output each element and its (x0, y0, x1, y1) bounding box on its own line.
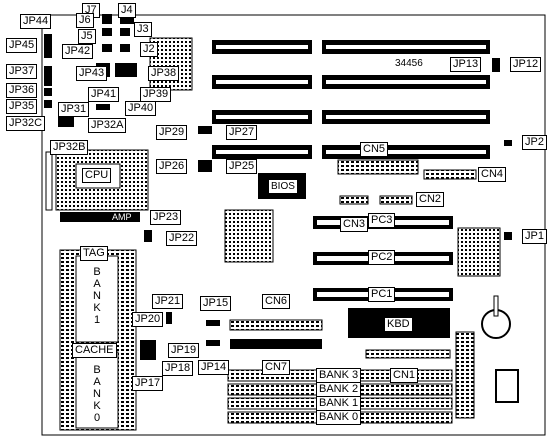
j5-label: J5 (78, 29, 96, 44)
jp17-label: JP17 (132, 376, 164, 391)
cn1-header (365, 349, 451, 359)
jp2-label: JP2 (522, 135, 547, 150)
cn4-header (423, 169, 477, 180)
jp32a-label: JP32A (88, 118, 127, 133)
jp14-label: JP14 (198, 360, 230, 375)
jp40-label: JP40 (125, 101, 157, 116)
jp21-label: JP21 (152, 294, 184, 309)
jp32b-label: JP32B (50, 140, 89, 155)
bank1-socket-label: BANK 1 (316, 396, 362, 411)
jp15-label: JP15 (200, 296, 232, 311)
power-connector (455, 331, 475, 419)
cn2-header (379, 195, 413, 205)
j3-label: J3 (134, 22, 152, 37)
jp29-label: JP29 (156, 125, 188, 140)
tag-label: TAG (80, 246, 108, 261)
keyboard-connector (495, 369, 519, 403)
jp41-label: JP41 (88, 87, 120, 102)
cn2-label: CN2 (416, 192, 445, 207)
jp25-label: JP25 (226, 159, 258, 174)
cn6-header (229, 319, 323, 331)
cn6-label: CN6 (262, 294, 291, 309)
jp37-label: JP37 (6, 64, 38, 79)
j2-label: J2 (140, 42, 158, 57)
bank2-label: BANK 2 (316, 382, 362, 397)
jp19-label: JP19 (168, 343, 200, 358)
cn7-header (230, 339, 322, 349)
cn5-label: CN5 (360, 142, 389, 157)
jumper-blocks (44, 14, 512, 360)
jp39-label: JP39 (140, 87, 172, 102)
jp18-label: JP18 (162, 361, 194, 376)
jp22-label: JP22 (166, 231, 198, 246)
chipset-right (457, 227, 501, 277)
jp45-label: JP45 (6, 38, 38, 53)
jp43-label: JP43 (76, 66, 108, 81)
jp36-label: JP36 (6, 83, 38, 98)
jp26-label: JP26 (156, 159, 188, 174)
bank1-label: BANK1 (93, 266, 101, 326)
cn4-label: CN4 (478, 167, 507, 182)
jp35-label: JP35 (6, 99, 38, 114)
cpu-label: CPU (82, 168, 112, 183)
amp-connector (60, 212, 140, 222)
bios-label: BIOS (268, 179, 298, 194)
jp20-label: JP20 (132, 312, 164, 327)
pc3-label: PC3 (368, 213, 396, 228)
bank0-label: BANK0 (93, 364, 101, 424)
jp38-label: JP38 (148, 66, 180, 81)
cn3-header (339, 195, 369, 205)
jp44-label: JP44 (20, 14, 52, 29)
jp13-label: JP13 (450, 57, 482, 72)
jp23-label: JP23 (150, 210, 182, 225)
chipset-mid (224, 209, 274, 263)
jp27-label: JP27 (226, 125, 258, 140)
pc2-label: PC2 (368, 250, 396, 265)
amp-label: AMP (112, 212, 132, 222)
expansion-slots (212, 40, 490, 159)
j6-label: J6 (76, 13, 94, 28)
board-number: 34456 (395, 58, 423, 69)
jp1-label: JP1 (522, 229, 547, 244)
cn5-header (337, 159, 419, 175)
cn7-label: CN7 (262, 360, 291, 375)
cache-sram-column (59, 249, 137, 431)
j4-label: J4 (118, 3, 136, 18)
cache-label: CACHE (72, 343, 117, 358)
kbd-label: KBD (384, 317, 413, 332)
bank0-socket-label: BANK 0 (316, 410, 362, 425)
cn3-label: CN3 (340, 217, 369, 232)
jp32c-label: JP32C (6, 116, 46, 131)
jp31-label: JP31 (58, 102, 90, 117)
pc1-label: PC1 (368, 287, 396, 302)
bank3-label: BANK 3 (316, 368, 362, 383)
jp42-label: JP42 (62, 44, 94, 59)
cn1-label: CN1 (390, 368, 419, 383)
jp12-label: JP12 (510, 57, 542, 72)
